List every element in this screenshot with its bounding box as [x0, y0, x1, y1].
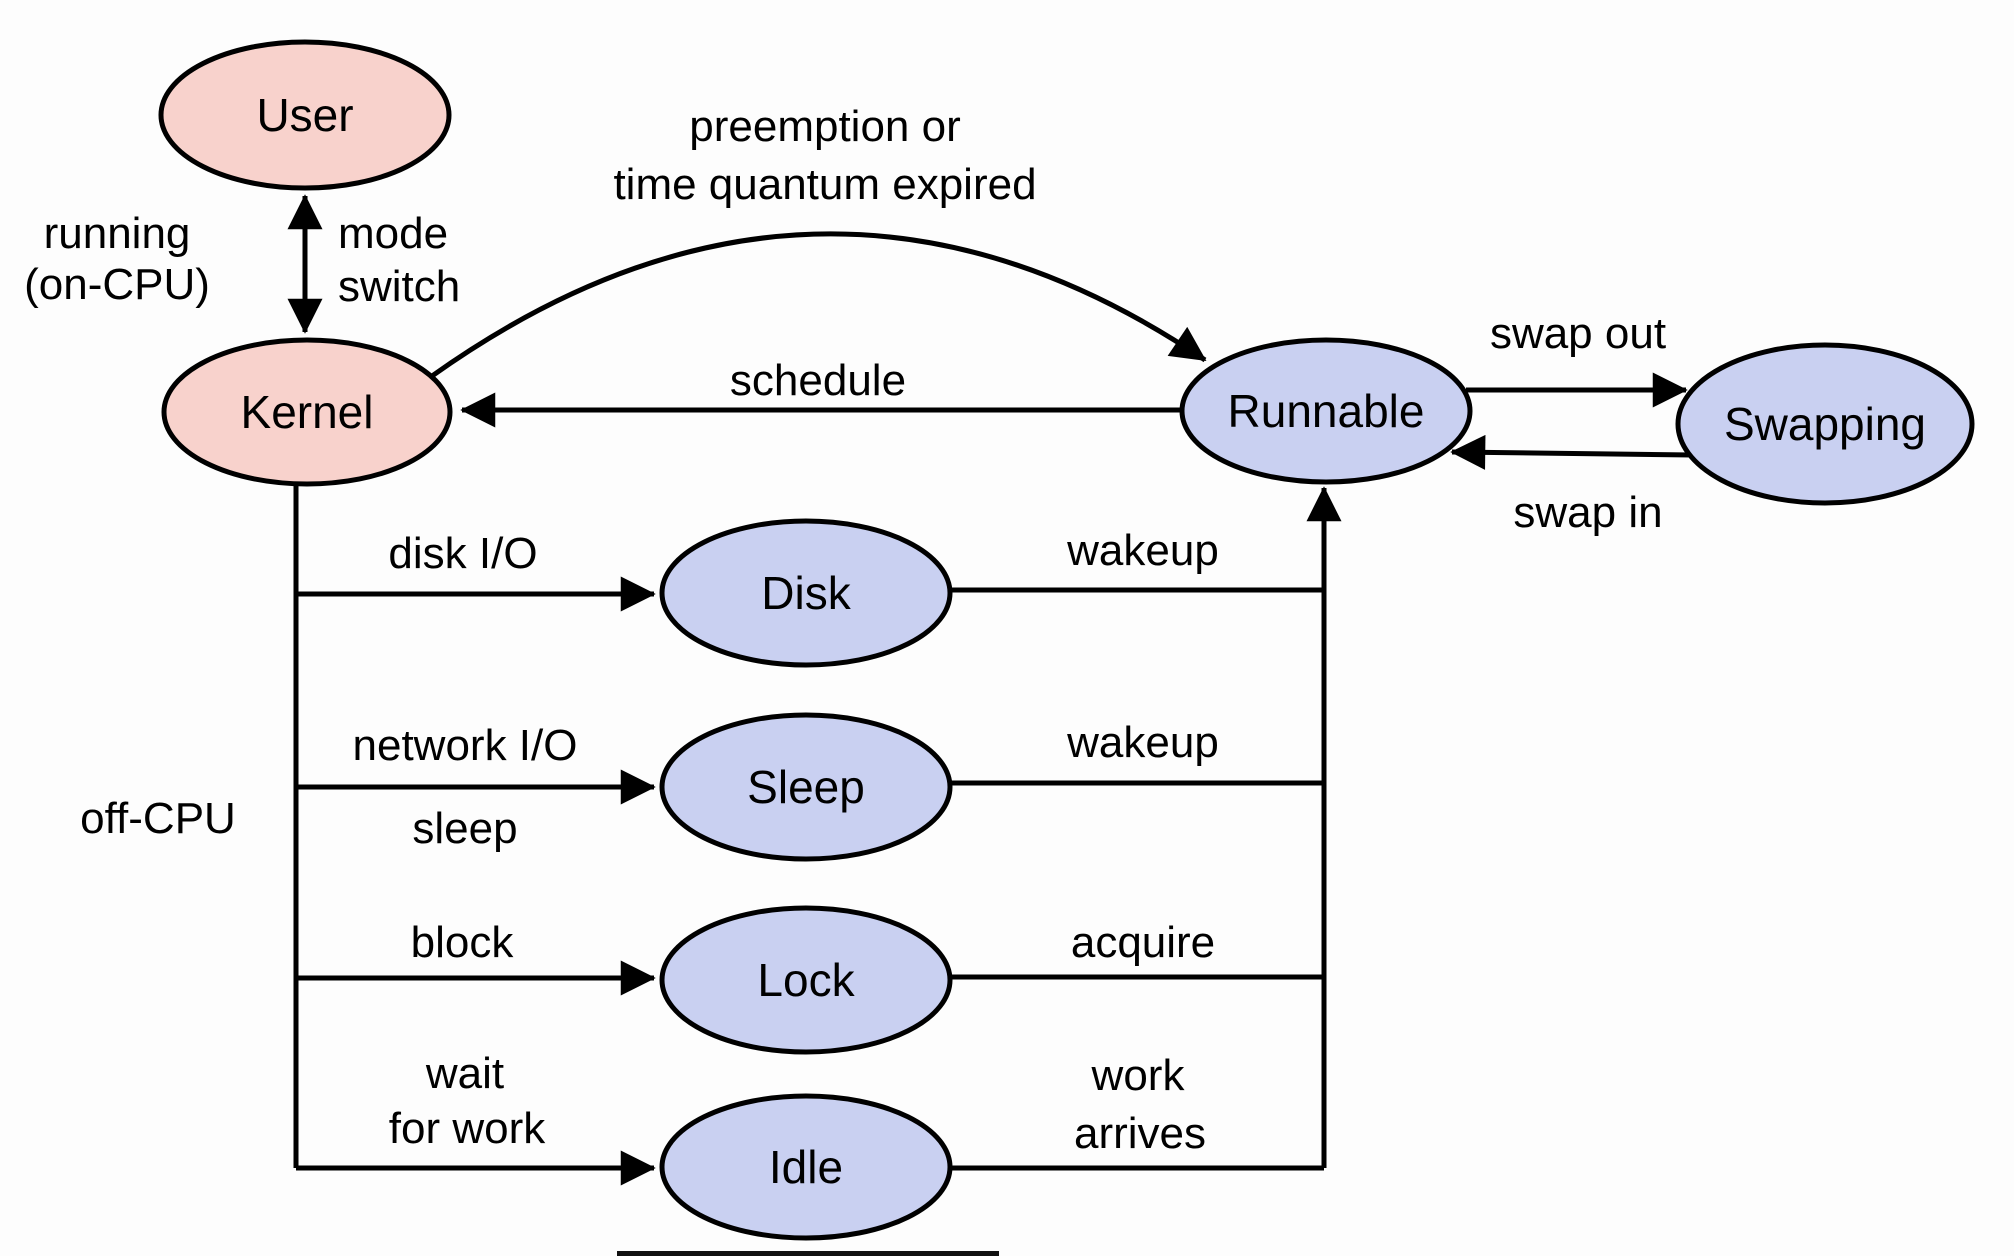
preemption-label-line2: time quantum expired: [613, 160, 1036, 209]
swap-in-label: swap in: [1513, 488, 1662, 537]
swapping-label: Swapping: [1724, 398, 1926, 450]
node-user: User: [158, 39, 452, 191]
sleep-action-label: sleep: [412, 804, 517, 853]
work-label-line1: work: [1091, 1051, 1186, 1100]
idle-label: Idle: [769, 1141, 843, 1193]
node-lock: Lock: [659, 905, 953, 1055]
mode-switch-label-line2: switch: [338, 262, 460, 311]
kernel-label: Kernel: [241, 386, 374, 438]
node-kernel: Kernel: [161, 337, 453, 487]
bottom-crop-line: [617, 1251, 999, 1256]
sleep-ellipse: [659, 712, 953, 862]
disk-io-label: disk I/O: [388, 529, 537, 578]
running-label-line1: running: [44, 209, 191, 258]
swapping-ellipse: [1675, 342, 1975, 506]
user-label: User: [256, 89, 353, 141]
swap-out-label: swap out: [1490, 309, 1666, 358]
runnable-ellipse: [1179, 337, 1473, 485]
user-ellipse: [158, 39, 452, 191]
node-runnable: Runnable: [1179, 337, 1473, 485]
lock-label: Lock: [757, 954, 855, 1006]
preemption-label-line1: preemption or: [689, 102, 960, 151]
wakeup-sleep-label: wakeup: [1066, 718, 1219, 767]
mode-switch-label-line1: mode: [338, 209, 448, 258]
network-io-label: network I/O: [353, 721, 578, 770]
sleep-label: Sleep: [747, 761, 865, 813]
edge-swap-in: [1450, 434, 1693, 470]
runnable-label: Runnable: [1228, 385, 1425, 437]
node-sleep: Sleep: [659, 712, 953, 862]
node-swapping: Swapping: [1675, 342, 1975, 506]
disk-label: Disk: [761, 567, 851, 619]
off-cpu-label: off-CPU: [80, 794, 236, 843]
edge-preemption: [430, 231, 1207, 379]
running-label-line2: (on-CPU): [24, 260, 210, 309]
disk-ellipse: [659, 518, 953, 668]
kernel-ellipse: [161, 337, 453, 487]
wakeup-disk-label: wakeup: [1066, 526, 1219, 575]
wait-label-line1: wait: [425, 1049, 504, 1098]
acquire-label: acquire: [1071, 918, 1215, 967]
work-label-line2: arrives: [1074, 1109, 1206, 1158]
lock-ellipse: [659, 905, 953, 1055]
schedule-label: schedule: [730, 356, 906, 405]
idle-ellipse: [659, 1093, 953, 1241]
wait-label-line2: for work: [389, 1104, 546, 1153]
block-label: block: [411, 918, 515, 967]
node-disk: Disk: [659, 518, 953, 668]
node-idle: Idle: [659, 1093, 953, 1241]
